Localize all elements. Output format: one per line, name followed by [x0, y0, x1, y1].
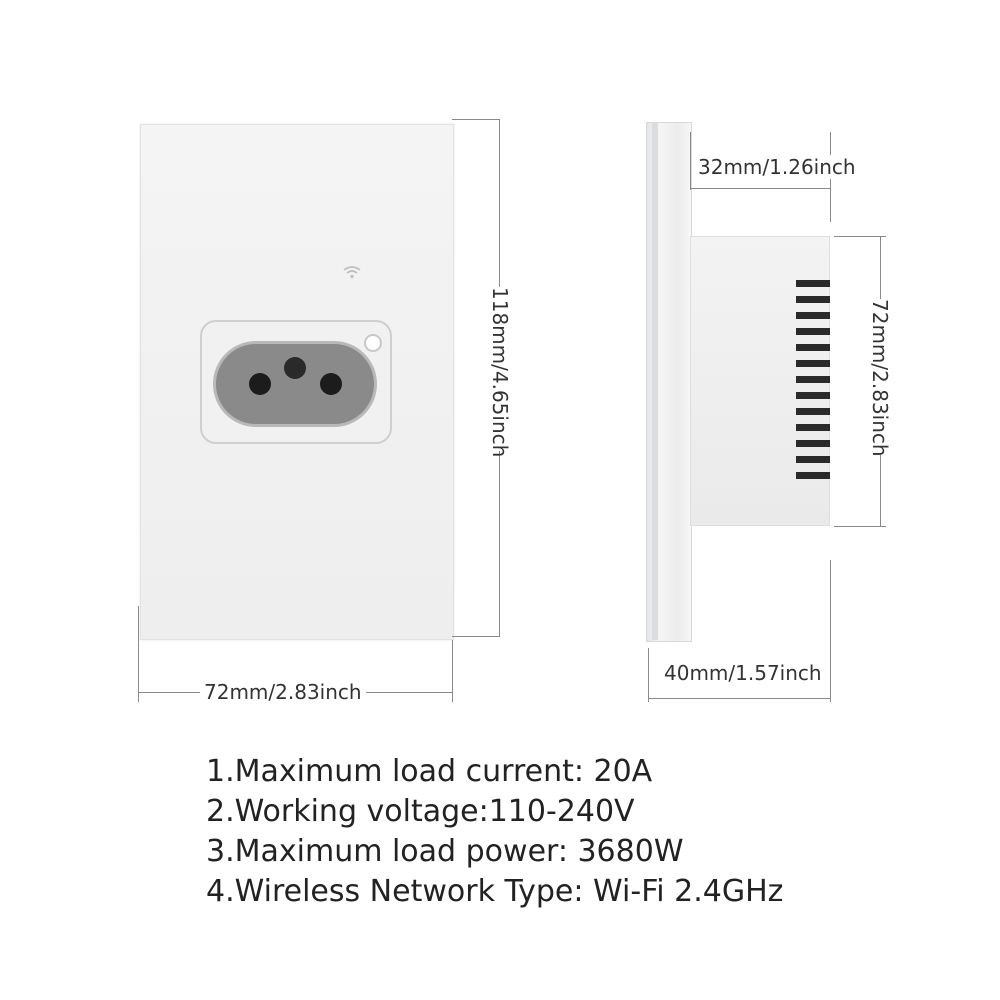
side-bottom-depth-line: [648, 698, 831, 699]
spec-item: 2.Working voltage:110-240V: [206, 794, 635, 829]
side-bottom-depth-left-tick: [648, 648, 649, 702]
spec-list: 1.Maximum load current: 20A 2.Working vo…: [206, 752, 783, 912]
wifi-icon: [343, 266, 361, 279]
side-bottom-depth-right-tick: [830, 560, 831, 702]
vent-slot: [796, 408, 830, 415]
indicator-light-icon: [364, 334, 382, 352]
vent-slot: [796, 440, 830, 447]
height-dimension-bottom-tick: [452, 636, 500, 637]
spec-item: 4.Wireless Network Type: Wi-Fi 2.4GHz: [206, 874, 784, 909]
side-height-bottom-tick: [834, 526, 886, 527]
spec-item: 1.Maximum load current: 20A: [206, 754, 653, 789]
socket-pin-right: [320, 373, 342, 395]
socket-pin-center: [284, 357, 306, 379]
vent-slot: [796, 328, 830, 335]
front-height-label: 118mm/4.65inch: [488, 287, 512, 458]
height-dimension-top-tick: [452, 119, 500, 120]
side-top-depth-line: [690, 188, 831, 189]
vent-slot: [796, 392, 830, 399]
vent-slot: [796, 344, 830, 351]
vent-slot: [796, 456, 830, 463]
vent-slot: [796, 376, 830, 383]
side-top-depth-left-tick: [690, 132, 691, 190]
side-body-height-label: 72mm/2.83inch: [868, 299, 892, 457]
vent-slot: [796, 280, 830, 287]
side-glass-edge: [652, 122, 658, 640]
side-bottom-depth-label: 40mm/1.57inch: [664, 661, 822, 685]
width-dimension-left-tick: [138, 606, 139, 702]
vent-slot: [796, 296, 830, 303]
side-height-top-tick: [834, 236, 886, 237]
vent-slot: [796, 360, 830, 367]
front-width-label: 72mm/2.83inch: [200, 680, 366, 704]
vent-slot: [796, 472, 830, 479]
vent-slot: [796, 312, 830, 319]
side-top-depth-label: 32mm/1.26inch: [698, 155, 856, 179]
vent-slot: [796, 424, 830, 431]
width-dimension-right-tick: [452, 640, 453, 702]
socket-pin-left: [249, 373, 271, 395]
spec-item: 3.Maximum load power: 3680W: [206, 834, 684, 869]
socket-face: [213, 341, 377, 427]
